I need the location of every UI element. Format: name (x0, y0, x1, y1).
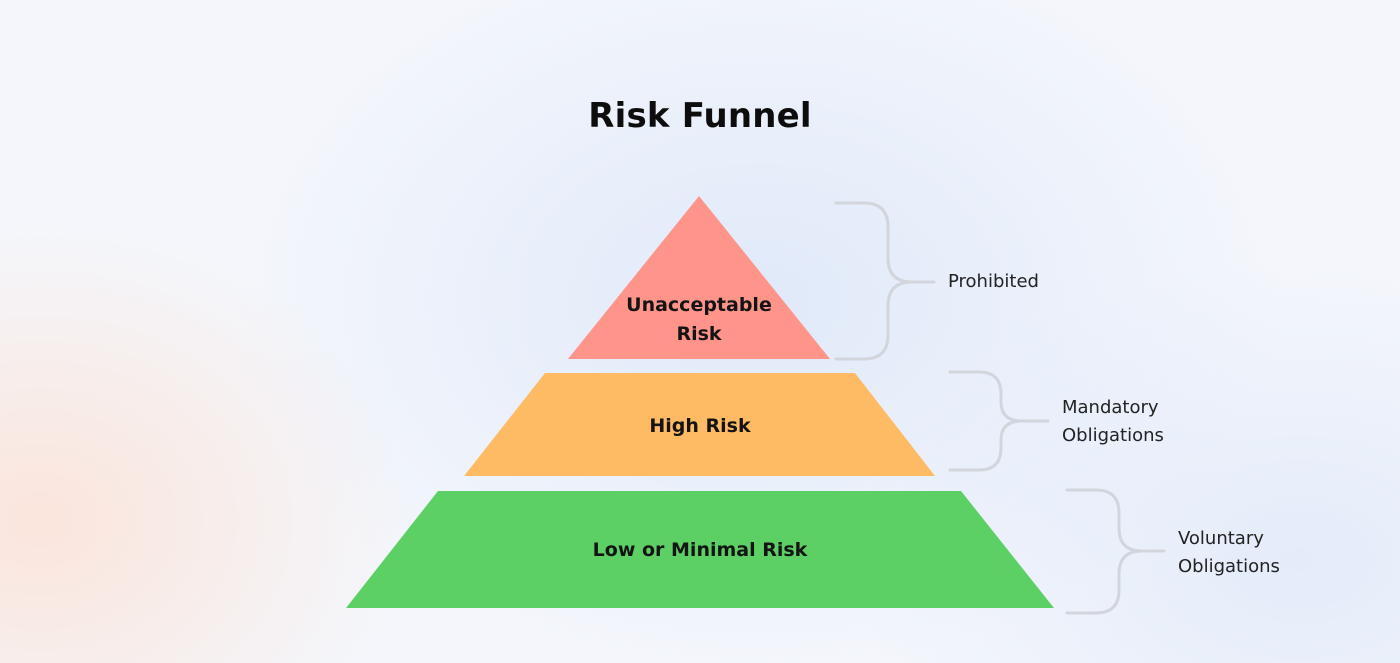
category-mandatory-obligations-line-2: Obligations (1062, 425, 1164, 446)
tier-low-risk: Low or Minimal Risk (346, 491, 1054, 608)
tier-high-risk-shape (464, 373, 935, 476)
brace-prohibited (834, 201, 936, 361)
category-mandatory-obligations-line-1: Mandatory (1062, 397, 1159, 418)
tier-high-risk-label: High Risk (649, 415, 751, 437)
tier-unacceptable-risk-label-line-2: Risk (676, 323, 721, 345)
tier-low-risk-shape (346, 491, 1054, 608)
category-voluntary-obligations-line-2: Obligations (1178, 556, 1280, 577)
brace-mandatory-obligations (948, 370, 1050, 472)
tier-high-risk: High Risk (464, 373, 935, 476)
category-prohibited-label: Prohibited (948, 271, 1039, 292)
tier-unacceptable-risk-label-line-1: Unacceptable (626, 294, 772, 316)
brace-voluntary-obligations (1065, 488, 1166, 615)
category-voluntary-obligations-line-1: Voluntary (1178, 528, 1264, 549)
page-title: Risk Funnel (588, 96, 812, 136)
tier-unacceptable-risk: Unacceptable Risk (568, 196, 830, 359)
tier-low-risk-label: Low or Minimal Risk (593, 539, 808, 561)
tier-unacceptable-risk-shape (568, 196, 830, 359)
